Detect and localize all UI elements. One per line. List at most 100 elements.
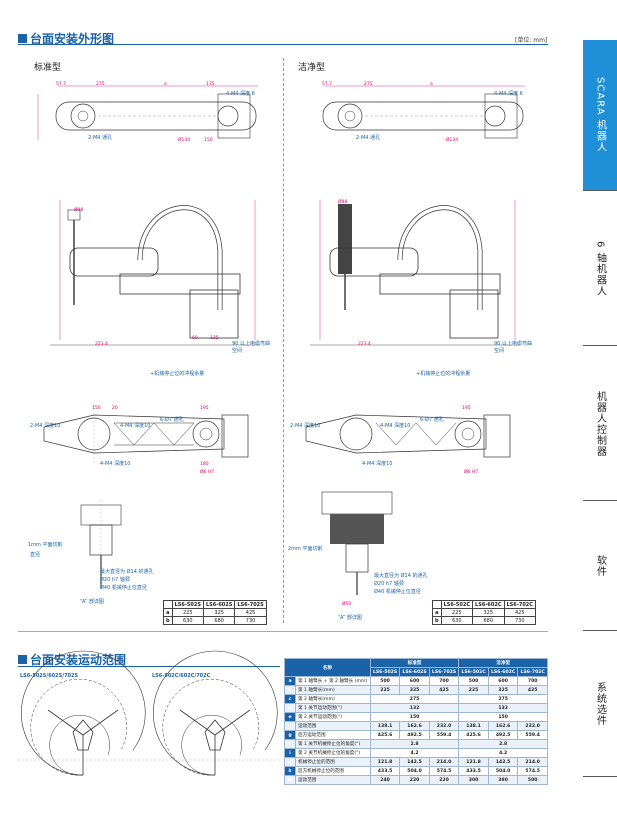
row-value: 425 [428, 685, 460, 695]
row-value: 425.6 [369, 730, 401, 740]
bottom-view-standard [43, 405, 249, 465]
dim-a-clean: a [430, 82, 433, 87]
dim-180: 180 [200, 462, 209, 467]
tab-label: 系统选件 [594, 681, 606, 726]
row-key: d [284, 703, 296, 713]
row-value: 275 [369, 694, 460, 704]
tab-6axis[interactable]: 6 轴机器人 [583, 190, 617, 346]
header-model: LS6-502C [458, 667, 489, 677]
dim-table-cell: 680 [202, 616, 236, 625]
dim-275: 275 [96, 82, 105, 87]
section-rule [18, 44, 548, 45]
callout-m4-thru-clean: 2-M4 通孔 [356, 135, 381, 141]
dim-table-cell: 730 [503, 616, 536, 625]
header-name: 名称 [284, 658, 371, 677]
detail-a-caption: “A” 部详图 [80, 599, 104, 605]
callout-detail-pin: 直径 [30, 552, 41, 558]
row-value: 559.4 [517, 730, 548, 740]
row-value: 4.2 [369, 748, 460, 758]
row-value: 142.5 [399, 757, 430, 767]
mech-stop-note-clean: +机械停止位的冲程余量 [416, 371, 471, 377]
detail-a-caption-clean: “A” 部详图 [338, 615, 362, 621]
dim-135: 135 [206, 82, 215, 87]
row-value: 425 [517, 685, 548, 695]
view-label-clean: 洁净型 [298, 63, 326, 73]
dim-90-note: 90 以上电缆弯曲空间 [232, 341, 270, 354]
side-view-standard [50, 200, 260, 346]
row-value: 2.8 [369, 739, 460, 749]
row-value: 132 [369, 703, 460, 713]
dia-98: Ø98 [74, 208, 84, 213]
row-name: 第 2 轴臂长(mm) [295, 694, 371, 704]
callout-m4-depth6: 4-M4 深度 6 [226, 91, 255, 97]
row-value: 433.5 [458, 766, 489, 776]
dim-135b: 135 [210, 336, 219, 341]
range-diagram-standard [18, 650, 148, 776]
row-value: 504.0 [399, 766, 430, 776]
row-value: 700 [517, 676, 548, 686]
dim-57-7-clean: 57.7 [322, 82, 333, 87]
section-marker [18, 34, 27, 43]
row-key: c [284, 694, 296, 704]
row-key: k [284, 766, 296, 776]
row-value: 121.8 [369, 757, 401, 767]
row-value: 275 [458, 694, 548, 704]
callout-m4-depth10-c: 4-M4 深度10 [100, 461, 131, 467]
section-marker [18, 655, 27, 664]
tab-system-options[interactable]: 系统选件 [583, 630, 617, 777]
row-name: 运动范围 [295, 721, 371, 731]
dim-table-cell: 630 [440, 616, 474, 625]
dim-table-cell: 730 [234, 616, 267, 625]
dim-table-cell: LS6-502C [440, 600, 474, 609]
dim-table-cell: LS6-602C [472, 600, 505, 609]
tab-label: 软件 [594, 555, 606, 577]
dia-134: Ø134 [178, 138, 191, 143]
callout-dia-14-clean: 最大直径为 Ø14 的通孔 [374, 573, 428, 579]
dim-60: 60 [192, 336, 198, 341]
callout-m4-depth10-c-clean: 4-M4 深度10 [362, 461, 393, 467]
section-title-text: 台面安装运动范围 [30, 653, 127, 667]
tab-scara[interactable]: SCARA 机器人 [583, 40, 617, 190]
dim-table-cell: 680 [472, 616, 505, 625]
dim-table-cell: LS6-702C [503, 600, 536, 609]
dim-table-cell: LS6-602S [202, 600, 236, 609]
row-value: 214.0 [428, 757, 460, 767]
row-value: 121.8 [458, 757, 489, 767]
row-key: i [284, 748, 296, 758]
row-key: g [284, 730, 296, 740]
tab-controller[interactable]: 机器人控制器 [583, 345, 617, 501]
dia-98-clean: Ø98 [338, 200, 348, 205]
detail-a-standard [80, 500, 122, 592]
callout-m6-thru: 6-Ø7 通孔 [160, 417, 184, 423]
row-value: 138.1 [458, 721, 489, 731]
row-value: 700 [428, 676, 460, 686]
row-value: 325 [487, 685, 519, 695]
dim-90-note-clean: 90 以上电缆弯曲空间 [494, 341, 532, 354]
row-value: 325 [399, 685, 430, 695]
tab-software[interactable]: 软件 [583, 500, 617, 631]
dim-table-cell: b [432, 616, 442, 625]
row-key: m [284, 775, 296, 785]
dia-50: Ø50 [342, 602, 352, 607]
row-name: 后方运动范围 [295, 730, 371, 740]
section-title-text: 台面安装外形图 [30, 32, 115, 46]
row-value: 150 [458, 712, 548, 722]
row-key: f [284, 721, 296, 731]
section-rule-2 [18, 666, 280, 667]
row-value: 500 [458, 676, 489, 686]
dim-table-cell [163, 600, 173, 609]
callout-dia-40: Ø40 机械停止位直径 [100, 585, 147, 591]
dia-h7-clean: Ø6 H7 [464, 470, 479, 475]
dim-table-cell: 225 [440, 608, 474, 617]
row-value: 492.5 [399, 730, 430, 740]
tab-label: SCARA 机器人 [594, 77, 606, 153]
callout-m4-depth10-b-clean: 4-M4 深度10 [380, 423, 411, 429]
